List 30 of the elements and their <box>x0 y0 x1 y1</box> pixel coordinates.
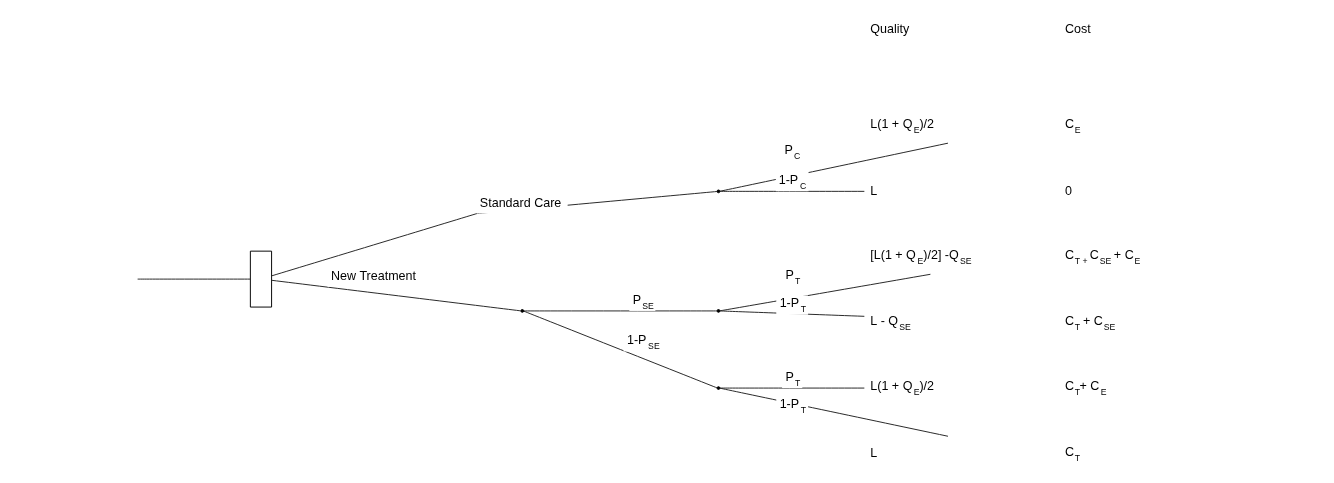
edge-label: P$_{SE}$ <box>632 292 654 311</box>
edge-label: Standard Care <box>479 196 561 211</box>
edge-label: New Treatment <box>330 269 416 284</box>
node-text: L 0 <box>869 183 1072 198</box>
edge-label: P$_{C}$ <box>783 143 800 162</box>
edge-label: 1-P$_{T}$ <box>779 296 806 315</box>
node-text: L(1 + Q$_{E}$)/2 C$_{E}$ <box>869 117 1080 136</box>
node-point <box>716 386 720 390</box>
node-text: [L(1 + Q$_{E}$)/2] -Q$_{SE}$ C$_{T +}$ C$_{SE}$ + C$_{E}$ <box>869 248 1140 267</box>
node-text: L C$_{T}$ <box>869 444 1080 463</box>
edge-label: 1-P$_{T}$ <box>779 396 806 415</box>
edge-label: P$_{T}$ <box>784 268 800 287</box>
edge-label: 1-P$_{SE}$ <box>626 333 660 352</box>
node-point <box>519 309 524 313</box>
node-box <box>249 250 272 308</box>
connector <box>522 310 717 389</box>
connector <box>270 279 521 312</box>
node-text: L(1 + Q$_{E}$)/2 C$_{T}$+ C$_{E}$ <box>869 379 1107 398</box>
connector <box>718 387 948 437</box>
node-text: L - Q$_{SE}$ C$_{T}$ + C$_{SE}$ <box>869 313 1115 332</box>
node-point <box>716 309 720 313</box>
label: Cost <box>1064 21 1091 36</box>
connector <box>718 387 865 389</box>
node-point <box>716 189 720 194</box>
connector <box>136 278 251 280</box>
edge-label: P$_{T}$ <box>784 369 800 388</box>
label: Quality <box>869 21 909 36</box>
connector <box>718 190 865 192</box>
connector <box>522 310 717 312</box>
edge-label: 1-P$_{C}$ <box>778 173 806 192</box>
